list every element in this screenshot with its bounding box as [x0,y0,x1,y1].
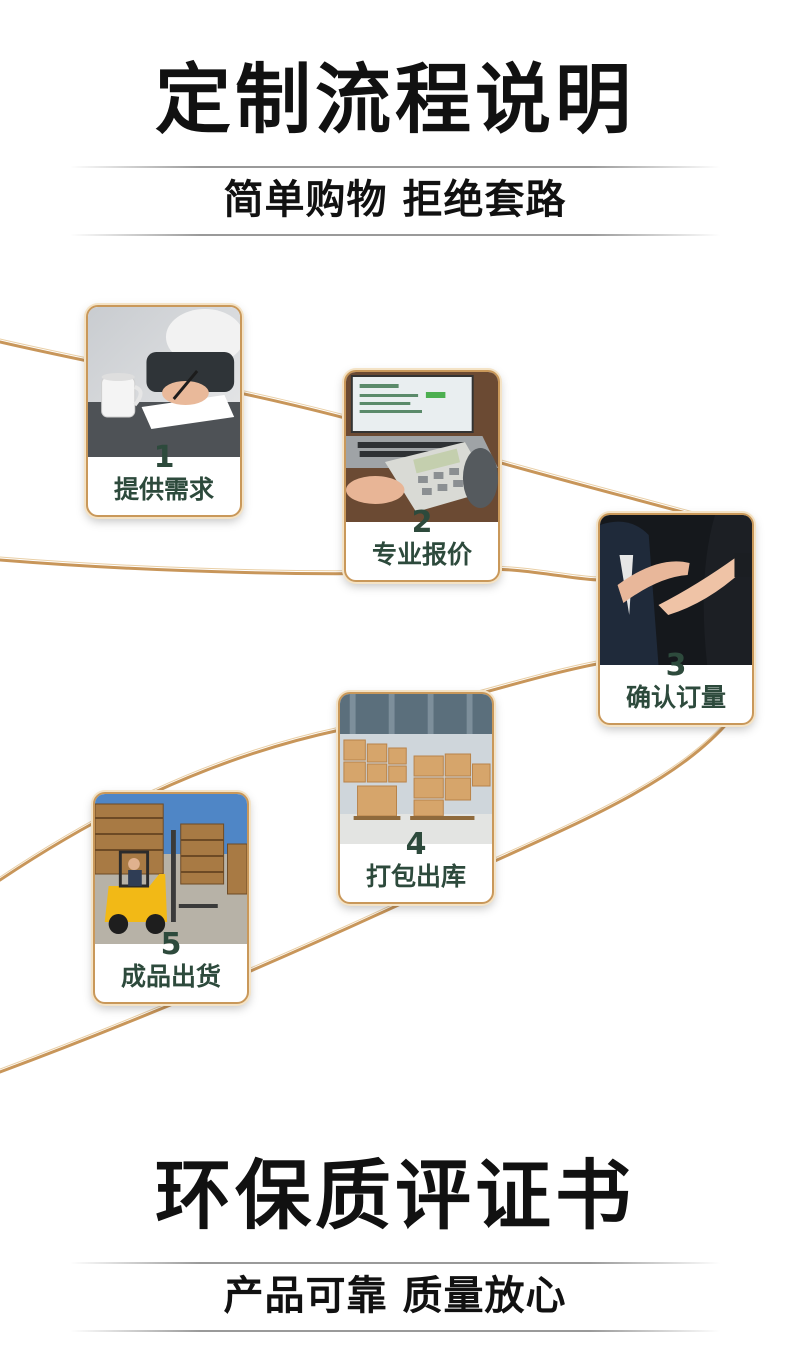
step-number-3: 3 [665,648,687,683]
step-number-1: 1 [153,440,175,475]
step-card-5: 5 成品出货 [93,792,249,1004]
handshake-photo-icon [600,515,752,665]
forklift-pallets-photo-icon [95,794,247,944]
section-subtitle-certificate: 产品可靠 质量放心 [223,1273,567,1319]
divider-top-2 [70,234,720,236]
section-subtitle-process: 简单购物 拒绝套路 [223,177,567,223]
step-card-4: 4 打包出库 [338,692,494,904]
divider-bottom-2 [70,1330,720,1332]
step-number-4: 4 [405,827,427,862]
calculator-laptop-photo-icon [346,372,498,522]
step-label-3: 确认订量 [625,683,726,712]
step-card-1: 1 提供需求 [86,305,242,517]
step-card-3: 3 确认订量 [598,513,754,725]
step-label-1: 提供需求 [113,475,214,504]
divider-top-1 [70,166,720,168]
step-label-5: 成品出货 [120,962,221,991]
step-label-4: 打包出库 [365,862,466,891]
step-number-2: 2 [411,505,433,540]
step-card-2: 2 专业报价 [344,370,500,582]
meeting-writing-photo-icon [88,307,240,457]
section-title-process: 定制流程说明 [155,55,635,144]
step-label-2: 专业报价 [371,540,472,569]
warehouse-boxes-photo-icon [340,694,492,844]
section-title-certificate: 环保质评证书 [155,1151,635,1240]
divider-bottom-1 [70,1262,720,1264]
step-number-5: 5 [160,927,182,962]
